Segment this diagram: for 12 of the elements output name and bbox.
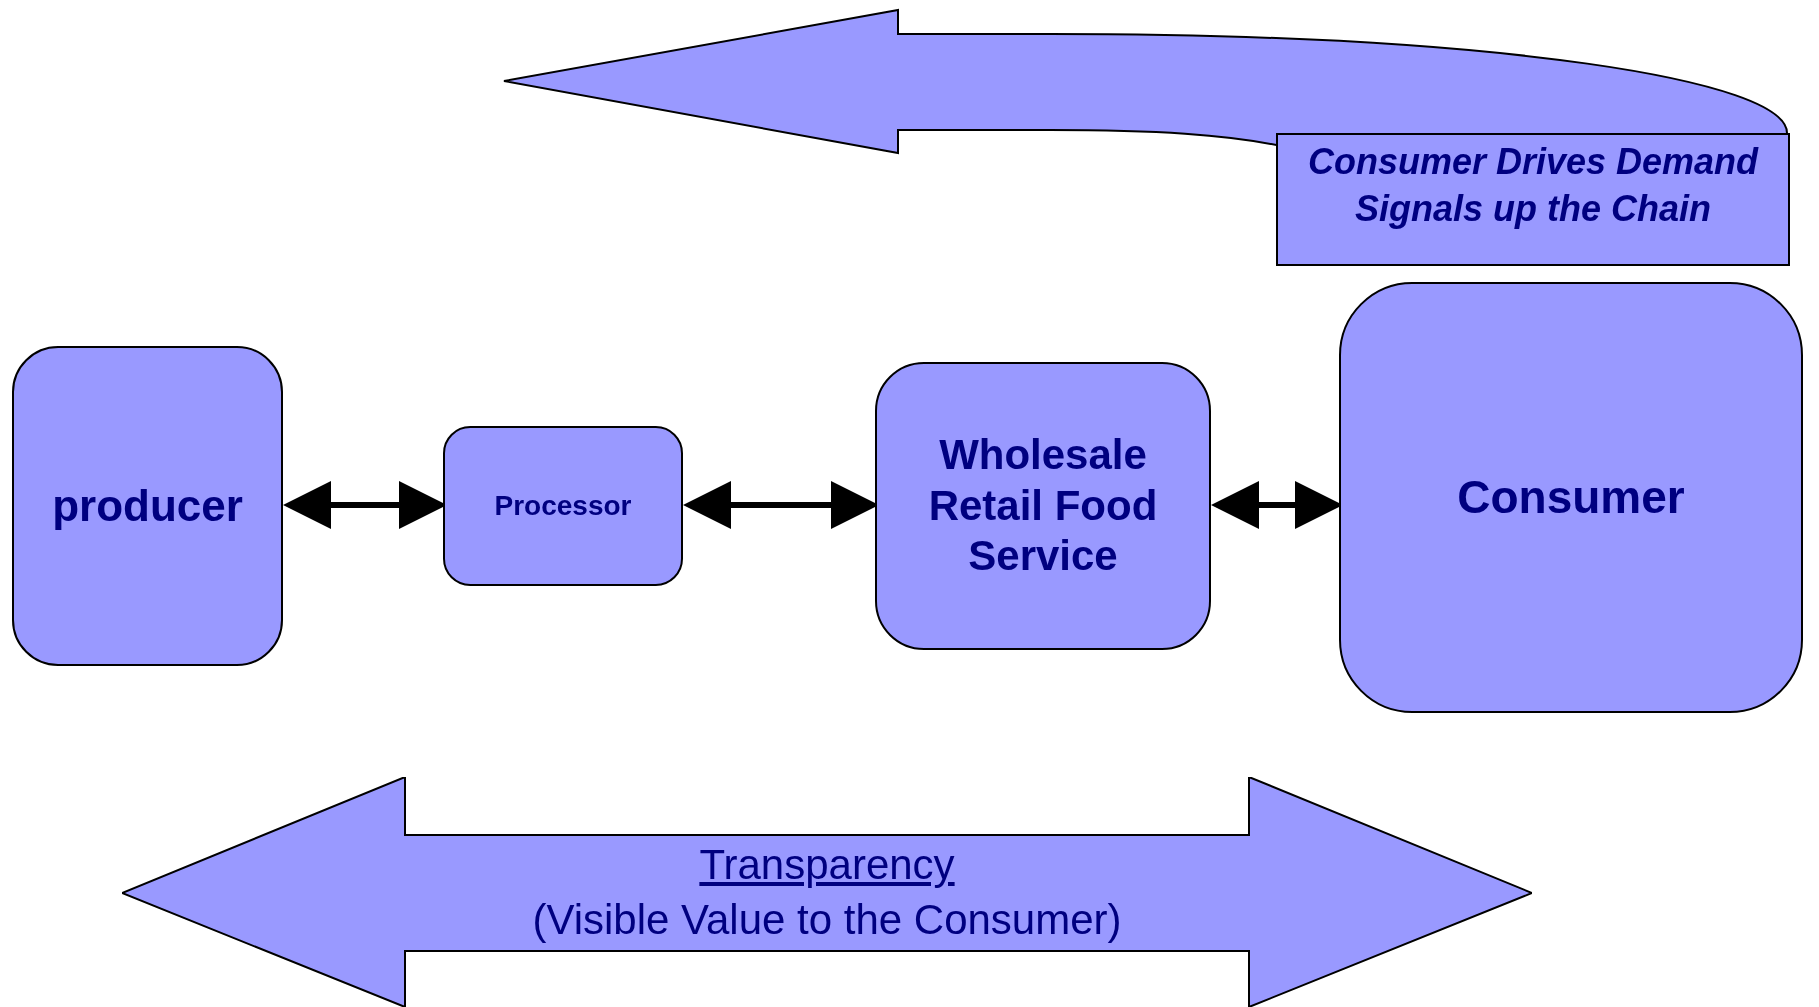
rounded-box — [12, 346, 283, 666]
heading-text: Transparency — [699, 840, 955, 891]
node-label: Consumer — [1457, 469, 1685, 525]
node-label: Wholesale Retail Food Service — [927, 430, 1159, 582]
rounded-box — [1339, 282, 1803, 713]
note-text: Consumer Drives Demand Signals up the Chain — [1306, 140, 1760, 231]
node-label: Processor — [494, 489, 632, 523]
subtitle-text: (Visible Value to the Consumer) — [532, 895, 1122, 945]
node-label: producer — [52, 479, 243, 532]
rounded-box — [443, 426, 683, 586]
text-box — [1276, 133, 1790, 266]
rounded-box — [875, 362, 1211, 650]
